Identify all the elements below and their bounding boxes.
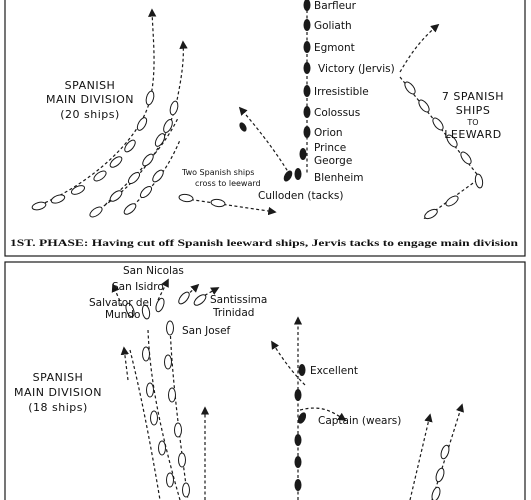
ship-blenheim: Blenheim (314, 172, 364, 184)
ship-victory: Victory (Jervis) (318, 63, 395, 75)
two-ships-label-1: Two Spanish ships (181, 168, 254, 177)
label-trinidad: Trinidad (212, 307, 254, 319)
ship-irresistible: Irresistible (314, 86, 369, 98)
p2-arrow-4 (199, 287, 220, 299)
british-tack-track (238, 106, 291, 176)
leeward-label-3: TO (466, 118, 478, 127)
label-captain: Captain (wears) (318, 415, 401, 427)
phase1-caption: 1ST. PHASE: Having cut off Spanish leewa… (10, 239, 519, 249)
spanish-main-ships (31, 90, 179, 218)
label-san-josef: San Josef (182, 325, 231, 337)
ship-mark (239, 122, 247, 132)
jervis-track (399, 23, 440, 73)
label-mundo: Mundo (105, 309, 140, 321)
two-ships-label-2: cross to leeward (195, 179, 261, 188)
phase2-panel: San Nicolas San Isidro Salvator del Mund… (14, 265, 464, 500)
ship-george: George (314, 155, 352, 167)
label-san-isidro: San Isidro (112, 281, 164, 293)
p2-arrow-3 (181, 283, 200, 301)
leeward-ships (404, 81, 484, 220)
spanish-main-label-2: MAIN DIVISION (46, 93, 134, 106)
ship-goliath: Goliath (314, 20, 352, 32)
spanish-main-label-3: (20 ships) (60, 108, 120, 121)
p2-leeward-ship-1 (440, 444, 450, 460)
two-ships-b (210, 198, 226, 208)
phase1-panel: SPANISH MAIN DIVISION (20 ships) 7 SPANI… (10, 0, 519, 249)
leeward-label-1: 7 SPANISH (442, 90, 504, 103)
p2-arrow-2 (157, 278, 169, 301)
p2-spanish-track-2 (147, 329, 181, 500)
p2-captain-track (299, 407, 347, 421)
ship-orion: Orion (314, 127, 343, 139)
p2-spanish-ships (125, 291, 207, 498)
ship-culloden: Culloden (tacks) (258, 190, 343, 202)
p2-spanish-track-3 (169, 324, 189, 500)
phase1-frame (4, 0, 526, 257)
spanish-main-label-1: SPANISH (65, 79, 116, 92)
label-excellent: Excellent (310, 365, 358, 377)
label-san-nicolas: San Nicolas (123, 265, 184, 277)
ship-egmont: Egmont (314, 42, 355, 54)
british-ships-phase1 (283, 0, 311, 182)
label-salvator: Salvator del (89, 297, 152, 309)
p2-spanish-main-label-2: MAIN DIVISION (14, 386, 102, 399)
ship-barfleur: Barfleur (314, 0, 357, 12)
p2-leeward-ship-3 (431, 486, 441, 500)
p2-leeward-arrow-1 (409, 413, 433, 500)
p2-excellent-track (271, 340, 306, 386)
p2-spanish-track-1 (129, 349, 161, 500)
p2-leeward-ship-2 (435, 467, 445, 483)
leeward-label-4: LEEWARD (444, 128, 501, 141)
p2-spanish-arrow-left (120, 346, 130, 381)
p2-spanish-main-label-3: (18 ships) (28, 401, 88, 414)
phase2-frame (4, 261, 526, 500)
p2-arrow-1 (111, 283, 123, 307)
label-santissima: Santissima (210, 294, 267, 306)
ship-prince: Prince (314, 142, 346, 154)
spanish-track-2 (89, 40, 188, 216)
p2-british-ships (294, 364, 307, 491)
two-ships-a (178, 193, 194, 203)
leeward-label-2: SHIPS (456, 104, 491, 117)
p2-spanish-main-label-1: SPANISH (33, 371, 84, 384)
ship-colossus: Colossus (314, 107, 360, 119)
